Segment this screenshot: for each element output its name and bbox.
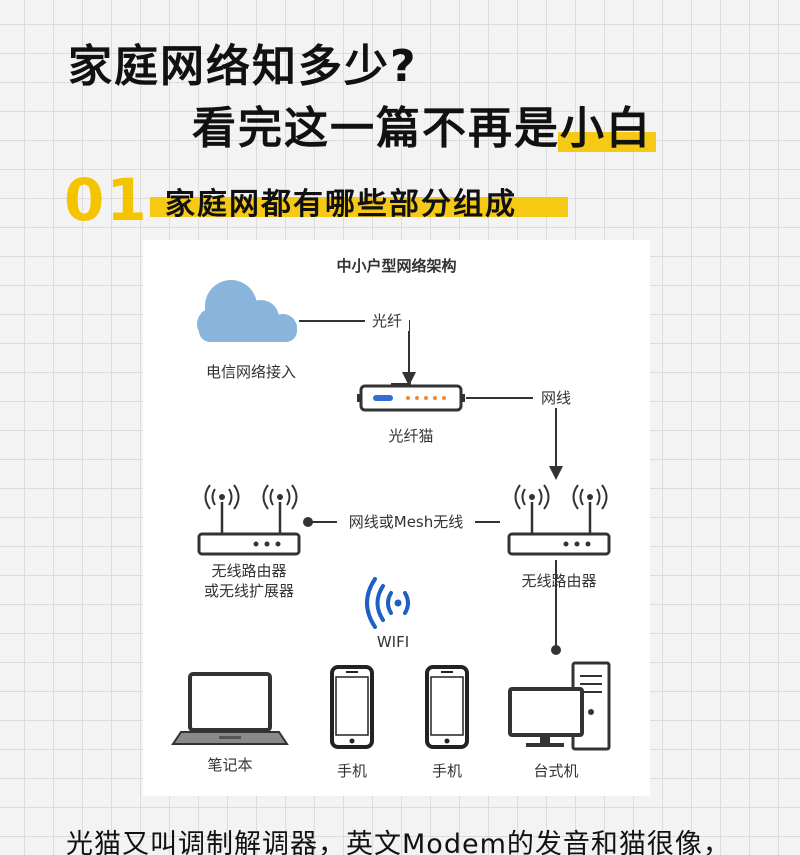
router-icon — [507, 484, 611, 556]
wifi-dot — [394, 599, 402, 607]
title-highlight: 小白 — [558, 92, 656, 156]
label-router: 无线路由器 — [521, 572, 597, 590]
network-diagram: 中小户型网络架构 电信网络接入 光纤 光纤猫 网线 网线或Mesh无线 无线路由… — [143, 240, 650, 796]
modem-icon — [357, 383, 465, 412]
router-antenna-tip-left — [529, 494, 535, 500]
diagram-title: 中小户型网络架构 — [336, 257, 457, 275]
extender-router-lights — [253, 541, 281, 547]
label-wifi: WIFI — [376, 633, 410, 651]
title-line-2-main: 看完这一篇不再是 — [192, 103, 560, 154]
fiber-line — [299, 320, 410, 380]
label-ethernet-link: 网线 — [533, 388, 579, 408]
phone-icon-1 — [330, 665, 374, 749]
label-desktop: 台式机 — [533, 762, 579, 780]
extender-antenna-tip-left — [219, 494, 225, 500]
extender-router-icon — [197, 484, 301, 556]
ethernet-arrowhead — [549, 466, 563, 480]
cloud-icon — [197, 280, 297, 342]
desktop-endpoint-dot — [551, 645, 561, 655]
page-title-line-2: 看完这一篇不再是小白 — [192, 92, 656, 156]
router-antenna-tip-right — [587, 494, 593, 500]
ethernet-line — [466, 397, 557, 470]
label-fiber-link: 光纤 — [365, 311, 409, 331]
page-title-line-1: 家庭网络知多少? — [68, 41, 418, 92]
extender-antenna-tip-right — [277, 494, 283, 500]
label-mesh-link: 网线或Mesh无线 — [337, 512, 475, 532]
phone-icon-2 — [425, 665, 469, 749]
diagram-canvas — [171, 280, 611, 751]
label-phone-1: 手机 — [336, 762, 367, 780]
router-lights — [563, 541, 591, 547]
label-laptop: 笔记本 — [207, 756, 253, 774]
section-highlight-bar — [150, 197, 568, 217]
diagram-links — [299, 320, 557, 648]
label-extender-line2: 或无线扩展器 — [203, 582, 294, 600]
desktop-icon — [508, 661, 611, 751]
label-extender-line1: 无线路由器 — [211, 562, 287, 580]
section-number: 01 — [64, 166, 149, 234]
label-internet: 电信网络接入 — [205, 363, 296, 381]
body-text: 光猫又叫调制解调器，英文Modem的发音和猫很像， — [66, 829, 731, 855]
label-phone-2: 手机 — [431, 762, 462, 780]
label-modem: 光纤猫 — [388, 427, 434, 445]
mesh-endpoint-dot — [303, 517, 313, 527]
wifi-icon — [365, 577, 410, 629]
fiber-arrowhead — [402, 372, 416, 386]
laptop-icon — [171, 672, 289, 745]
section-title: 家庭网都有哪些部分组成 — [165, 187, 517, 222]
